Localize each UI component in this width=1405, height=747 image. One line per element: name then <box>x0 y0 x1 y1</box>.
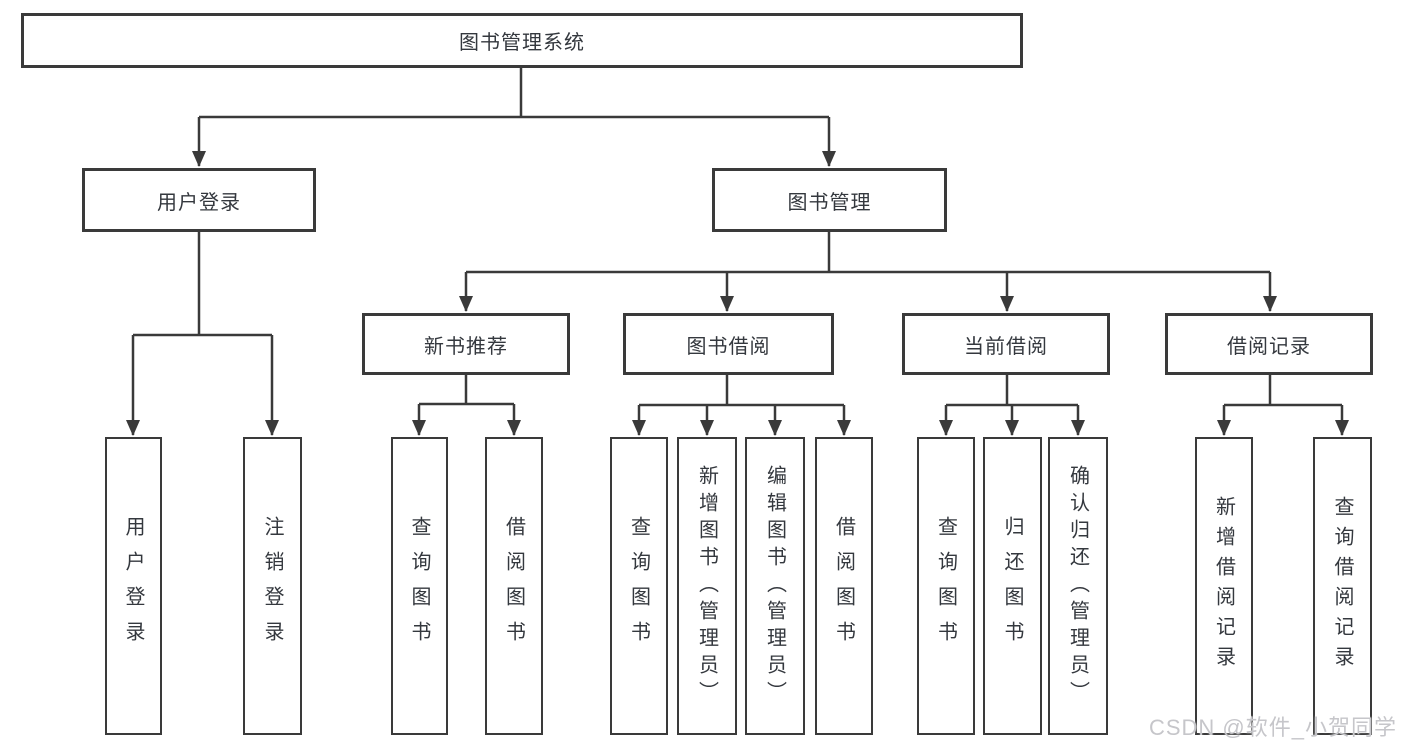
node-new-book-recommendation: 新书推荐 <box>362 313 570 375</box>
leaf-confirm-return-admin: 确认归还（管理员） <box>1048 437 1108 735</box>
connector-userlogin-to-leaves <box>126 335 279 436</box>
leaf-add-books-admin: 新增图书（管理员） <box>677 437 737 735</box>
leaf-query-books-recommend: 查询图书 <box>391 437 448 735</box>
leaf-query-books-borrowing: 查询图书 <box>610 437 668 735</box>
leaf-return-books: 归还图书 <box>983 437 1042 735</box>
connector-root-to-level2 <box>192 117 836 167</box>
leaf-query-books-current: 查询图书 <box>917 437 975 735</box>
connector-rails <box>133 68 1342 407</box>
connector-borrowing-to-leaves <box>632 405 851 436</box>
connector-current-to-leaves <box>939 405 1085 436</box>
csdn-watermark: CSDN @软件_小贺同学 <box>1148 715 1397 740</box>
connector-records-to-leaves <box>1217 405 1349 436</box>
node-book-management: 图书管理 <box>712 168 947 232</box>
node-library-management-system: 图书管理系统 <box>21 13 1023 68</box>
leaf-user-login: 用户登录 <box>105 437 162 735</box>
connector-bookmgmt-to-sections <box>459 272 1277 312</box>
node-user-login: 用户登录 <box>82 168 316 232</box>
leaf-query-borrow-record: 查询借阅记录 <box>1313 437 1372 735</box>
leaf-logout: 注销登录 <box>243 437 302 735</box>
connector-newbook-to-leaves <box>412 404 521 436</box>
leaf-borrow-books-borrowing: 借阅图书 <box>815 437 873 735</box>
leaf-add-borrow-record: 新增借阅记录 <box>1195 437 1253 735</box>
node-borrowing-records: 借阅记录 <box>1165 313 1373 375</box>
node-book-borrowing: 图书借阅 <box>623 313 834 375</box>
leaf-edit-books-admin: 编辑图书（管理员） <box>745 437 805 735</box>
node-current-borrowing: 当前借阅 <box>902 313 1110 375</box>
leaf-borrow-books-recommend: 借阅图书 <box>485 437 543 735</box>
